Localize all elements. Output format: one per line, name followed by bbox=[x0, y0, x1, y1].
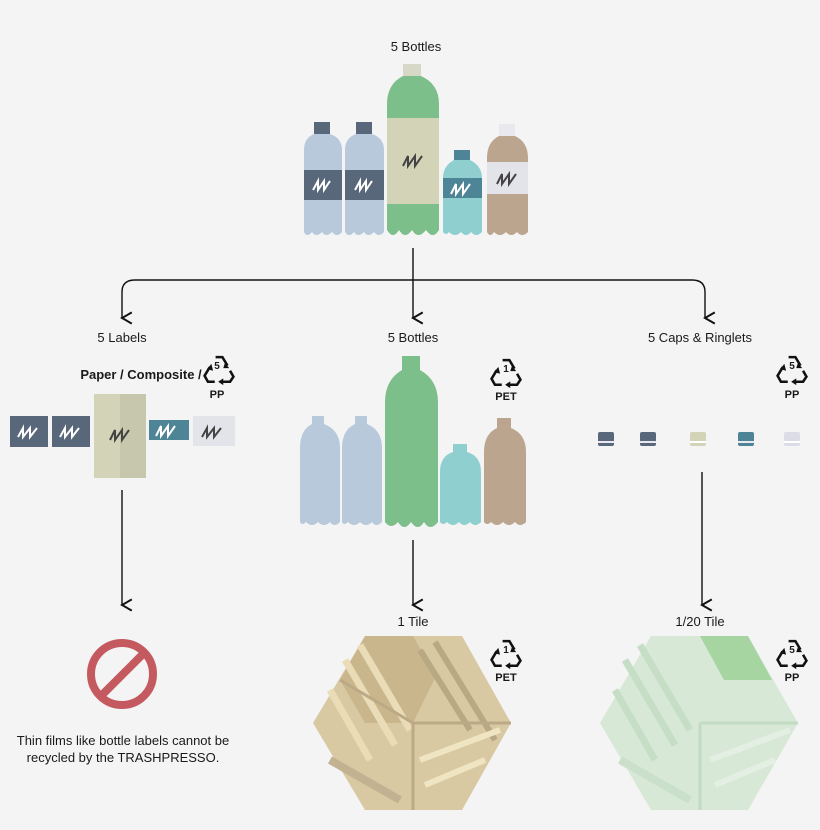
labels-material: Paper / Composite / bbox=[80, 367, 202, 382]
caps-resin-name: PP bbox=[784, 389, 800, 401]
top-title: 5 Bottles bbox=[390, 39, 442, 54]
bottle-blue-1 bbox=[304, 122, 342, 235]
fraction-tile-resin-code: 5 bbox=[772, 645, 812, 656]
bottle-blue-2 bbox=[345, 122, 384, 235]
fraction-tile-resin-name: PP bbox=[784, 672, 800, 684]
caps-title: 5 Caps & Ringlets bbox=[647, 330, 753, 345]
mint-tile bbox=[600, 636, 798, 810]
labels-resin-name: PP bbox=[209, 389, 225, 401]
bottles-title: 5 Bottles bbox=[387, 330, 439, 345]
no-recycling-icon bbox=[87, 639, 157, 709]
tile-resin-code: 1 bbox=[486, 645, 526, 656]
tan-tile bbox=[313, 636, 511, 810]
tile-resin-name: PET bbox=[495, 672, 517, 684]
bottles-resin-name: PET bbox=[495, 391, 517, 403]
top-bottles-group bbox=[304, 64, 528, 235]
code-number: 5 bbox=[789, 361, 795, 372]
caps-resin-code: 5 bbox=[772, 361, 812, 372]
bottle-brown bbox=[487, 124, 528, 235]
code-number: 1 bbox=[503, 645, 509, 656]
labels-title: 5 Labels bbox=[97, 330, 147, 345]
code-number: 5 bbox=[214, 361, 220, 372]
bottles-group bbox=[300, 356, 526, 527]
bottle-teal-small bbox=[443, 150, 482, 235]
tile-title: 1 Tile bbox=[397, 614, 429, 629]
code-number: 5 bbox=[789, 645, 795, 656]
code-number: 1 bbox=[503, 364, 509, 375]
connector-lines bbox=[120, 248, 716, 612]
caps-group bbox=[598, 432, 800, 446]
fraction-tile-title: 1/20 Tile bbox=[675, 614, 725, 629]
bottle-green-large bbox=[387, 64, 439, 235]
labels-group bbox=[10, 394, 235, 478]
bottles-resin-code: 1 bbox=[486, 364, 526, 375]
labels-note: Thin films like bottle labels cannot be … bbox=[16, 733, 230, 765]
labels-resin-code: 5 bbox=[197, 361, 237, 372]
